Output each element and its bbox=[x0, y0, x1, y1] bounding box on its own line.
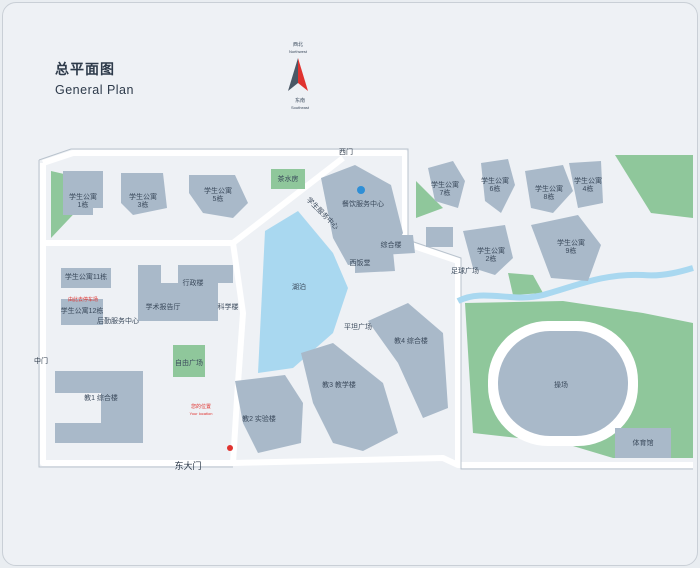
teaching-2 bbox=[235, 375, 303, 453]
stadium-label: 操场 bbox=[554, 380, 568, 389]
stadium: 操场 bbox=[488, 321, 638, 446]
dorm-6 bbox=[481, 159, 515, 213]
dorm-5 bbox=[189, 175, 248, 218]
gate-west-label: 西门 bbox=[339, 147, 353, 156]
compass-south-label: 东南 bbox=[295, 97, 305, 104]
label-library-hall: 学术报告厅 bbox=[146, 302, 181, 311]
info-icon bbox=[357, 186, 365, 194]
page-title: 总平面图 bbox=[55, 61, 115, 77]
teaching-1 bbox=[55, 371, 143, 443]
label-dining: 餐饮服务中心 bbox=[342, 199, 384, 208]
dorm-1 bbox=[63, 171, 103, 215]
page-subtitle: General Plan bbox=[55, 83, 134, 97]
label-dorm-12: 学生公寓12栋 bbox=[61, 306, 104, 315]
dorm-3 bbox=[121, 173, 167, 215]
admin-block bbox=[138, 265, 233, 321]
dorm-7 bbox=[428, 161, 465, 208]
label-science: 科学楼 bbox=[218, 302, 239, 311]
dorm-4 bbox=[569, 161, 603, 208]
label-dorm-11: 学生公寓11栋 bbox=[65, 272, 107, 281]
you-are-here-marker: 您的位置 Your location bbox=[190, 403, 233, 451]
you-are-here-en: Your location bbox=[190, 411, 213, 416]
you-are-here-label: 您的位置 bbox=[191, 403, 211, 410]
label-teaching-2: 教2 实验楼 bbox=[242, 414, 276, 423]
gate-middle-label: 中门 bbox=[34, 356, 48, 365]
compass-south-en: Southeast bbox=[291, 105, 310, 110]
front-hall bbox=[355, 251, 395, 273]
label-tea-room: 茶水房 bbox=[278, 174, 299, 183]
label-front-hall: 西饭堂 bbox=[350, 258, 371, 267]
label-teaching-4: 教4 综合楼 bbox=[394, 336, 428, 345]
dorm-2 bbox=[463, 225, 513, 275]
lake-label: 湖泊 bbox=[292, 282, 306, 291]
river bbox=[456, 265, 694, 304]
gate-east-main-label: 东大门 bbox=[174, 460, 201, 471]
label-repair: 后勤服务中心 bbox=[97, 316, 139, 325]
campus-map: 西北 Northwest 东南 Southeast bbox=[34, 41, 694, 471]
label-parking-note: 由此去停车场 bbox=[68, 296, 98, 303]
compass-north-label: 西北 bbox=[293, 41, 303, 48]
label-garden: 自由广场 bbox=[175, 358, 203, 367]
label-comprehensive: 综合楼 bbox=[381, 240, 402, 249]
compass-north-en: Northwest bbox=[289, 49, 308, 54]
label-gym: 体育馆 bbox=[633, 438, 654, 447]
compass-icon: 西北 Northwest 东南 Southeast bbox=[288, 41, 310, 110]
gym bbox=[615, 428, 671, 458]
lake bbox=[258, 211, 348, 373]
buildings bbox=[55, 159, 671, 458]
label-teaching-3: 教3 教学楼 bbox=[322, 380, 356, 389]
dorm-12 bbox=[61, 299, 103, 325]
dorm-9 bbox=[531, 215, 601, 281]
teaching-4 bbox=[368, 303, 448, 418]
label-ping-plaza: 平坦广场 bbox=[344, 322, 372, 331]
label-plaza-east: 足球广场 bbox=[451, 266, 479, 275]
label-admin: 行政楼 bbox=[183, 278, 204, 287]
dorm-8 bbox=[525, 165, 573, 213]
teaching-3 bbox=[301, 343, 398, 451]
location-pin-icon bbox=[227, 445, 233, 451]
dorm-11 bbox=[61, 268, 111, 288]
label-teaching-1: 教1 综合楼 bbox=[84, 393, 118, 402]
